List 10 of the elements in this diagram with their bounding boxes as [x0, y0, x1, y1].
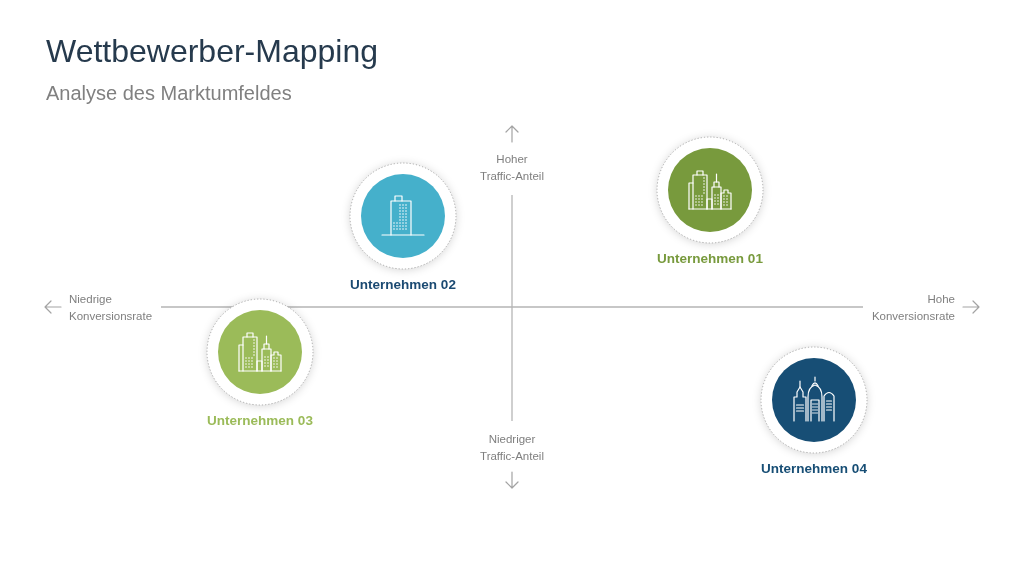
company-name: Unternehmen 01 [656, 250, 764, 268]
subtitle: Analyse des Marktumfeldes [46, 81, 292, 105]
axis-label: Hohe Konversionsrate [871, 292, 955, 324]
slide-title: Wettbewerber-Mapping [46, 32, 378, 70]
company-name: Unternehmen 02 [349, 276, 457, 294]
axis-label: Niedriger Traffic-Anteil [480, 432, 544, 464]
axis-label: Niedrige Konversionsrate [69, 292, 153, 324]
company-name: Unternehmen 04 [760, 460, 868, 478]
axis-label: Hoher Traffic-Anteil [480, 152, 544, 184]
company-name: Unternehmen 03 [206, 412, 314, 430]
